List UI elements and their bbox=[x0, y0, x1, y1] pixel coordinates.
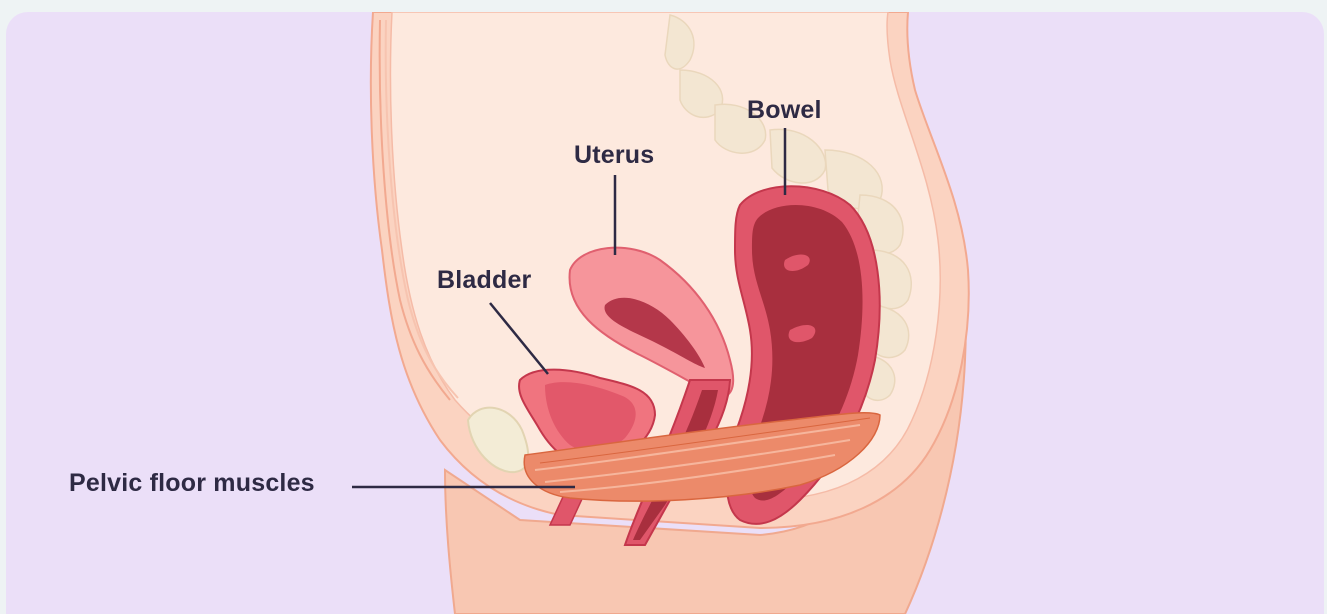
bowel-label: Bowel bbox=[747, 96, 822, 125]
pelvic-floor-muscles-label: Pelvic floor muscles bbox=[69, 469, 315, 498]
uterus-label: Uterus bbox=[574, 141, 654, 170]
diagram-panel bbox=[6, 12, 1324, 614]
pelvis-anatomy-illustration bbox=[6, 12, 1324, 614]
bladder-label: Bladder bbox=[437, 266, 531, 295]
